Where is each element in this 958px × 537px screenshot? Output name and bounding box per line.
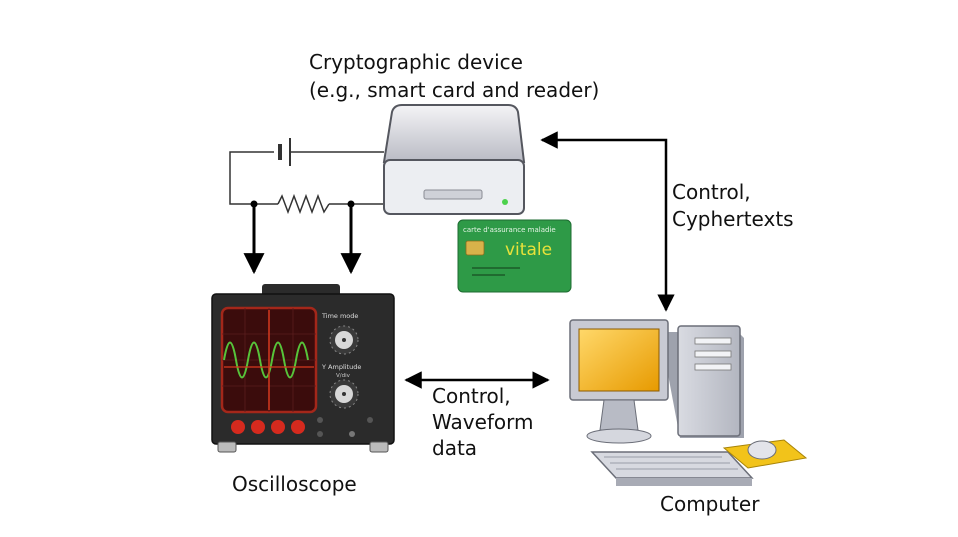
scope-link-label-line1: Control, [432,384,511,408]
scope-time-label: Time mode [321,312,358,320]
card-chip-icon [465,240,485,256]
scope-link-label-line2: Waveform [432,410,534,434]
device-label-line2: (e.g., smart card and reader) [309,78,599,102]
computer-label: Computer [660,492,760,516]
scope-amp-label: Y Amplitude [321,363,361,371]
card-reader-icon [382,104,526,215]
smart-card: carte d'assurance maladie vitale [457,219,572,293]
computer-link-label-line2: Cyphertexts [672,207,794,231]
oscilloscope-icon: Time mode Y Amplitude V/div [211,284,395,453]
computer-icon [569,319,808,486]
card-header: carte d'assurance maladie [463,226,556,234]
scope-amp-sub: V/div [336,373,351,379]
device-computer-arrow [540,131,675,312]
card-brand: vitale [505,240,552,260]
scope-link-label-line3: data [432,436,477,460]
oscilloscope-label: Oscilloscope [232,472,357,496]
device-label-line1: Cryptographic device [309,50,523,74]
computer-link-label-line1: Control, [672,180,751,204]
resistor-icon [277,193,330,215]
